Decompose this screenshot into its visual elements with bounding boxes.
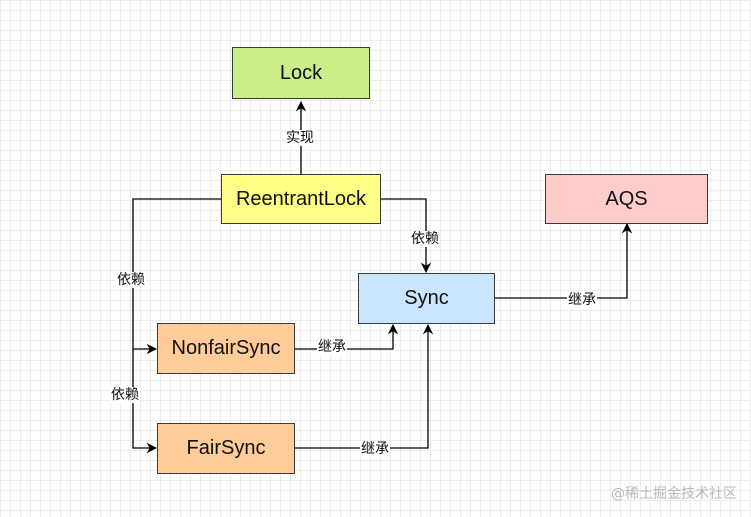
aqs-node[interactable]: AQS [545, 174, 708, 224]
edge-depends-sync [380, 198, 432, 274]
depends-nonfair-label: 依赖 [116, 272, 146, 288]
depends-sync-label: 依赖 [410, 231, 440, 247]
edge-extends-fair [295, 323, 434, 449]
watermark: @稀土掘金技术社区 [611, 486, 737, 502]
nonfairsync-node[interactable]: NonfairSync [157, 323, 295, 374]
lock-node[interactable]: Lock [232, 47, 370, 99]
edge-extends-aqs [494, 222, 633, 299]
extends-nonfair-label: 继承 [317, 339, 347, 355]
reentrantlock-node[interactable]: ReentrantLock [221, 174, 381, 224]
implements-label: 实现 [285, 130, 315, 146]
sync-node[interactable]: Sync [358, 273, 495, 324]
depends-fair-label: 依赖 [110, 387, 140, 403]
extends-aqs-label: 继承 [567, 292, 597, 308]
edge-depends-fair [132, 349, 158, 454]
fairsync-node[interactable]: FairSync [157, 423, 295, 474]
extends-fair-label: 继承 [360, 441, 390, 457]
